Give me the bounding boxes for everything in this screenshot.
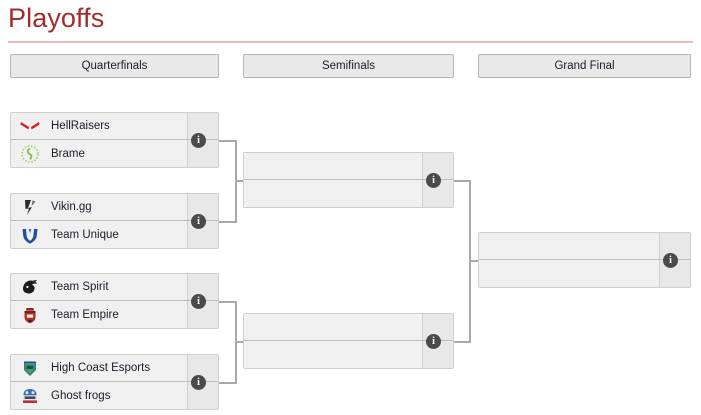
team-spirit-logo [19,276,41,298]
team-cell[interactable] [244,180,422,207]
match-info-icon[interactable]: i [191,133,206,148]
connector-sf1-in [235,180,245,182]
match-row[interactable]: Vikin.gg [11,194,218,221]
round-header-semifinals[interactable]: Semifinals [243,54,454,78]
page-title: Playoffs [8,3,105,33]
match-quarterfinal-2[interactable]: Vikin.gg Team Unique i [10,193,219,249]
title-underline-rule [8,41,693,43]
connector-sf2-stub [453,341,471,343]
match-info-icon[interactable]: i [426,173,441,188]
team-name: Team Spirit [51,281,109,293]
team-cell[interactable] [479,260,659,287]
team-cell[interactable]: Brame [11,140,187,167]
match-semifinal-2[interactable]: i [243,313,454,369]
match-grand-final[interactable]: i [478,232,691,288]
match-row[interactable] [244,153,453,180]
match-info-icon[interactable]: i [663,253,678,268]
team-name: Team Unique [51,228,119,241]
team-name: High Coast Esports [51,362,151,374]
connector-qf4-stub [219,382,237,384]
match-row[interactable] [479,260,690,287]
team-name: Team Empire [51,308,119,321]
match-quarterfinal-3[interactable]: Team Spirit Team Empire i [10,273,219,329]
match-info-icon[interactable]: i [191,375,206,390]
team-cell[interactable] [244,153,422,179]
team-cell[interactable]: Vikin.gg [11,194,187,220]
match-info-icon[interactable]: i [426,334,441,349]
team-cell[interactable]: Team Empire [11,301,187,328]
match-row[interactable]: Ghost frogs [11,382,218,409]
match-row[interactable] [244,341,453,368]
connector-qf1-stub [219,140,237,142]
ghost-frogs-logo [19,385,41,407]
team-unique-logo [19,224,41,246]
high-coast-logo [19,357,41,379]
hellraisers-logo [19,115,41,137]
team-cell[interactable]: High Coast Esports [11,355,187,381]
round-header-quarterfinals[interactable]: Quarterfinals [10,54,219,78]
match-row[interactable] [479,233,690,260]
team-name: HellRaisers [51,120,110,132]
match-row[interactable]: Team Spirit [11,274,218,301]
team-cell[interactable]: Team Unique [11,221,187,248]
round-header-grand-final[interactable]: Grand Final [478,54,691,78]
match-info-icon[interactable]: i [191,214,206,229]
match-row[interactable]: High Coast Esports [11,355,218,382]
round-header-quarterfinals-label: Quarterfinals [81,60,148,72]
connector-gf-in [469,260,481,262]
team-empire-logo [19,304,41,326]
team-cell[interactable]: Team Spirit [11,274,187,300]
brame-logo [19,143,41,165]
match-quarterfinal-1[interactable]: HellRaisers Brame i [10,112,219,168]
connector-qf3-stub [219,301,237,303]
team-name: Brame [51,147,85,160]
match-row[interactable] [244,314,453,341]
round-header-semifinals-label: Semifinals [321,60,376,72]
match-semifinal-1[interactable]: i [243,152,454,208]
team-name: Ghost frogs [51,389,111,402]
team-name: Vikin.gg [51,201,92,213]
round-header-grand-final-label: Grand Final [554,60,615,72]
team-cell[interactable]: Ghost frogs [11,382,187,409]
match-quarterfinal-4[interactable]: High Coast Esports Ghost frogs [10,354,219,410]
connector-qf2-stub [219,221,237,223]
match-row[interactable] [244,180,453,207]
match-row[interactable]: Team Unique [11,221,218,248]
team-cell[interactable] [479,233,659,259]
connector-sf1-stub [453,180,471,182]
match-row[interactable]: Team Empire [11,301,218,328]
team-cell[interactable] [244,314,422,340]
connector-sf2-in [235,341,245,343]
vikingg-logo [19,196,41,218]
match-info-icon[interactable]: i [191,294,206,309]
match-row[interactable]: HellRaisers [11,113,218,140]
team-cell[interactable]: HellRaisers [11,113,187,139]
team-cell[interactable] [244,341,422,368]
match-row[interactable]: Brame [11,140,218,167]
